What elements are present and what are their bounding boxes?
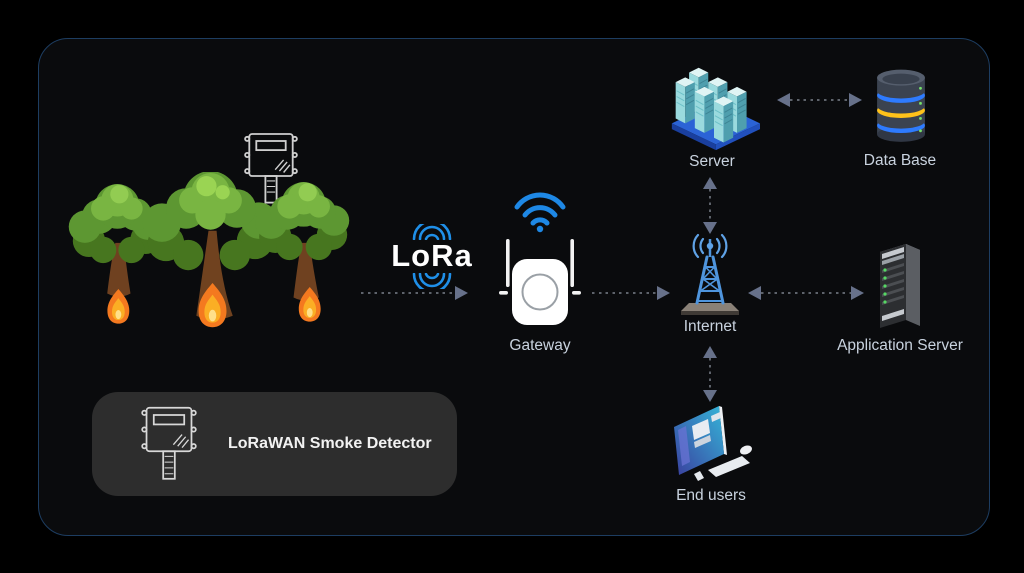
server-label: Server [689,153,735,170]
arrow-detectors-to-gateway [361,286,468,300]
arrowhead-right [851,286,864,300]
application-server-label: Application Server [837,337,963,354]
gateway-label: Gateway [509,337,571,354]
database-label: Data Base [863,152,937,169]
dotted-line [708,189,712,222]
lora-logo: LoRa [384,224,480,289]
arrowhead-up [703,346,717,358]
database-cylinder-icon [877,69,925,142]
arrowhead-down [703,390,717,402]
server-rack-cluster-icon [671,67,760,151]
smoke-detector-legend-label: LoRaWAN Smoke Detector [228,435,432,452]
arrow-internet-appserver [748,286,864,300]
dotted-line [708,358,712,390]
dotted-line [761,291,851,295]
antenna-tower-icon [681,233,739,315]
dotted-line [592,291,657,295]
arrowhead-left [748,286,761,300]
smoke-detector-legend-box: LoRaWAN Smoke Detector [92,392,457,496]
burning-trees-illustration [68,172,350,328]
lora-signal-waves-icon [412,272,452,289]
application-server-tower-icon [880,244,920,328]
arrowhead-up [703,177,717,189]
arrowhead-down [703,222,717,234]
end-users-label: End users [676,487,746,504]
smoke-detector-outline-icon [244,133,298,204]
arrow-internet-endusers [703,346,717,402]
arrowhead-left [777,93,790,107]
tree-left [68,184,163,324]
arrow-gateway-to-internet [592,286,670,300]
tree-center [142,172,278,328]
smoke-detector-outline-icon [141,406,197,480]
tree-right [255,182,350,322]
wifi-icon [514,192,566,233]
arrowhead-right [657,286,670,300]
dotted-line [361,291,455,295]
internet-label: Internet [683,318,737,335]
lora-label: LoRa [391,238,473,273]
lora-signal-waves-icon [412,224,452,240]
arrowhead-right [849,93,862,107]
arrowhead-right [455,286,468,300]
gateway-device-icon [499,239,581,325]
dotted-line [790,98,849,102]
arrow-server-database [777,93,862,107]
desktop-computer-icon [674,406,752,481]
arrow-internet-server [703,177,717,234]
